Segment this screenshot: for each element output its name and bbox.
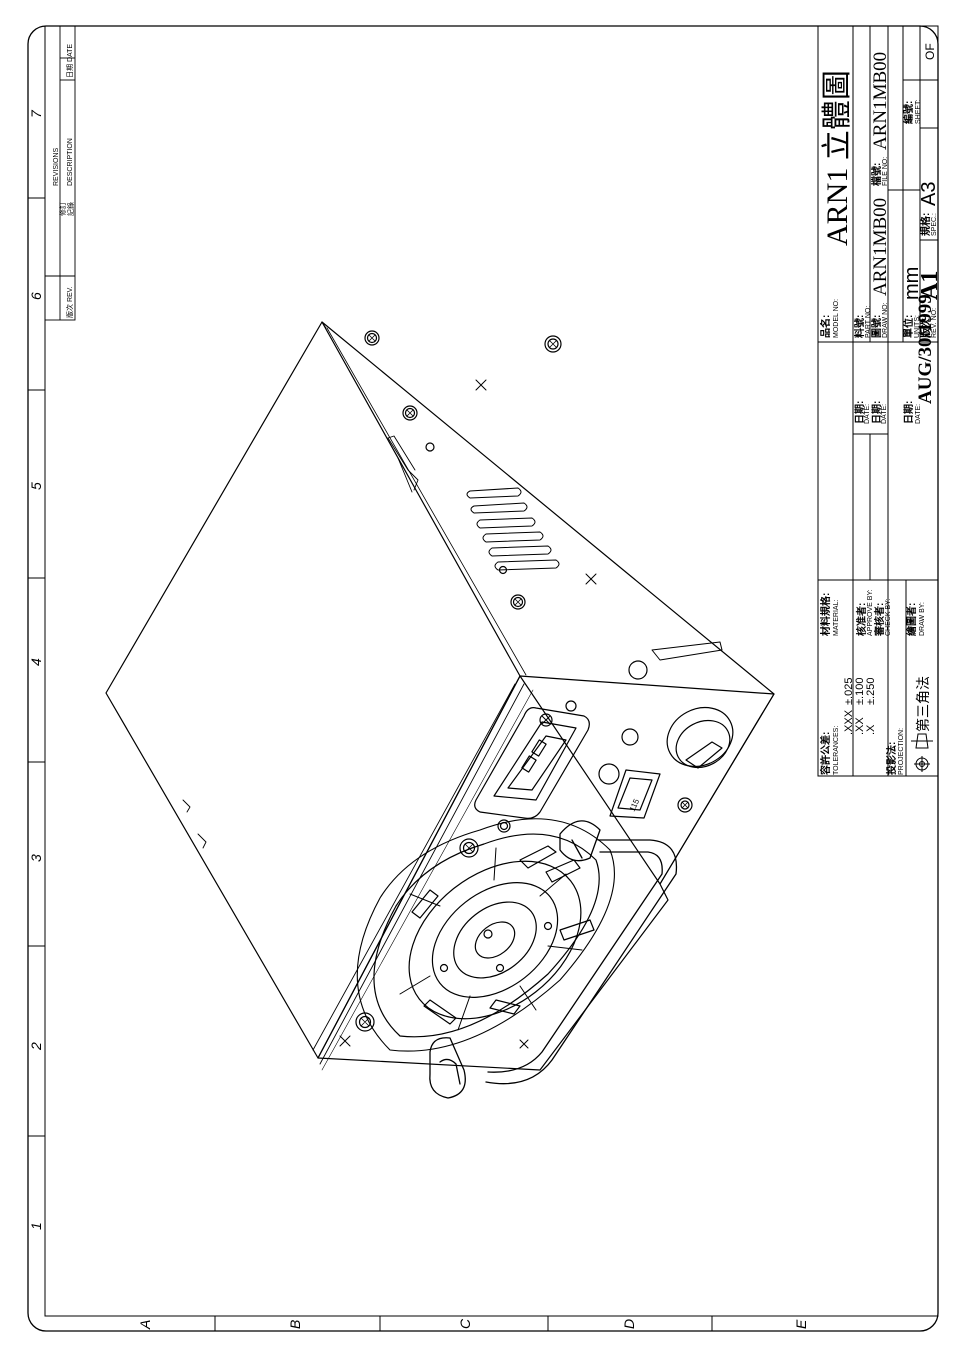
file-label-cn: 檔號: <box>870 163 883 186</box>
side-vent-slots <box>466 487 560 571</box>
date-label-en-2: DATE: <box>881 404 888 424</box>
revision-rev-label: 版次 REV. <box>65 286 74 318</box>
title-block-text: 容許公差: TOLERANCES: .XXX ±.025 .XX ±.100 .… <box>819 43 943 776</box>
projection-method: 第三角法 <box>915 676 931 732</box>
rev-label-en: REV. NO: <box>931 308 938 338</box>
side-screw-icons <box>364 330 562 610</box>
spec-label-cn: 規格: <box>919 213 932 236</box>
revision-title-cn2: 記錄 <box>66 202 75 216</box>
model-value: ARN1 立體圖 <box>821 70 854 246</box>
power-switch <box>666 706 734 769</box>
row-zone-labels: A B C D E <box>137 1318 809 1330</box>
zone-col-7: 7 <box>28 109 44 118</box>
projection-label-en: PROJECTION: <box>898 728 905 775</box>
material-label-cn: 材料規格: <box>819 593 832 636</box>
voltage-switch <box>609 769 661 819</box>
sheet-label-en: SHEET: <box>915 99 922 124</box>
material-label-en: MATERIAL: <box>833 600 840 636</box>
zone-col-4: 4 <box>28 658 44 666</box>
spec-value: A3 <box>918 182 940 206</box>
approve-label-en: APPROVE BY: <box>867 589 874 636</box>
date-label-cn-1: 日期: <box>853 401 866 424</box>
date-label-en-3: DATE: <box>915 404 922 424</box>
drawing-value: ARN1MB00 <box>870 198 891 296</box>
ac-inlet <box>474 700 590 833</box>
rev-value: A1 <box>917 271 943 300</box>
tolerance-format-3: .X <box>865 724 877 735</box>
revision-title-en: REVISIONS <box>53 148 60 186</box>
tolerance-value-2: ±.100 <box>854 678 866 705</box>
projection-label-cn: 投影法: <box>885 742 898 775</box>
projection-symbol-icon <box>911 733 933 772</box>
date-label-cn-3: 日期: <box>902 401 915 424</box>
psu-front-face <box>317 675 775 1071</box>
spec-label-en: SPEC.: <box>931 213 938 236</box>
file-value: ARN1MB00 <box>870 52 891 150</box>
revision-description-label: DESCRIPTION <box>67 138 74 186</box>
date-label-en-1: DATE: <box>864 404 871 424</box>
psu-side-face <box>321 321 775 885</box>
zone-row-a: A <box>137 1320 153 1330</box>
column-zone-labels: 1 2 3 4 5 6 7 <box>28 109 44 1230</box>
tolerance-value-1: ±.025 <box>843 678 855 705</box>
check-label-cn: 審核者: <box>873 603 886 637</box>
date-value: AUG/30/1999 <box>915 294 936 404</box>
part-label-en: PART NO: <box>865 306 872 338</box>
psu-isometric-drawing: 115 <box>105 321 775 1099</box>
zone-row-c: C <box>457 1318 473 1329</box>
drawing-label-en: DRAW NO: <box>882 302 889 338</box>
zone-col-1: 1 <box>28 1222 44 1230</box>
zone-col-2: 2 <box>28 1042 44 1051</box>
tolerances-label-cn: 容許公差: <box>819 732 832 776</box>
psu-handle <box>429 820 678 1099</box>
sheet-border <box>27 25 939 1332</box>
units-label-en: UNITS: <box>914 315 921 338</box>
fan-guard <box>356 818 615 1052</box>
date-label-cn-2: 日期: <box>870 401 883 424</box>
revision-title-cn: 修訂 <box>58 202 67 216</box>
front-screw-icons <box>339 713 693 1049</box>
draw-label-cn: 繪圖者: <box>905 603 918 636</box>
zone-col-3: 3 <box>28 854 44 862</box>
zone-col-6: 6 <box>28 292 44 300</box>
model-label-cn: 品名: <box>819 315 832 338</box>
revision-table <box>44 25 76 321</box>
zone-row-b: B <box>287 1320 303 1329</box>
tolerance-value-3: ±.250 <box>865 678 877 705</box>
units-value: mm <box>901 267 923 300</box>
sheet-label-cn: 編號: <box>902 101 915 124</box>
tolerances-label-en: TOLERANCES: <box>833 726 840 775</box>
psu-top-face <box>105 321 521 1059</box>
tolerance-format-2: .XX <box>854 717 866 735</box>
title-block-lines <box>817 25 939 777</box>
tolerance-format-1: .XXX <box>843 709 855 735</box>
file-label-en: FILE NO: <box>882 157 889 186</box>
approve-label-cn: 核准者: <box>855 603 868 636</box>
zone-row-d: D <box>621 1319 637 1329</box>
units-label-cn: 單位: <box>902 315 915 338</box>
part-label-cn: 料號: <box>853 315 866 338</box>
zone-row-e: E <box>793 1319 809 1329</box>
revision-table-text: 版次 REV. 修訂 記錄 REVISIONS DESCRIPTION 日期 D… <box>53 44 75 318</box>
rev-label-cn: 版次: <box>919 315 932 338</box>
zone-col-5: 5 <box>28 482 44 490</box>
revision-date-label: 日期 DATE <box>66 44 74 78</box>
drawing-label-cn: 圖號: <box>870 315 883 338</box>
model-label-en: MODEL NO: <box>833 299 840 338</box>
draw-label-en: DRAW BY: <box>919 602 926 636</box>
check-label-en: CHECK BY: <box>885 599 892 636</box>
sheet-value: OF <box>923 43 937 60</box>
